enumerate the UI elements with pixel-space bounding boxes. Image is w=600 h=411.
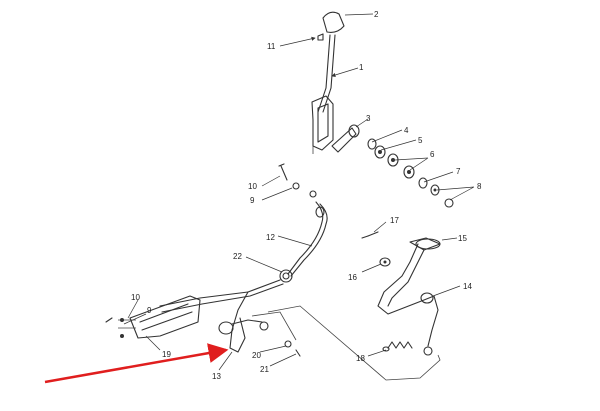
brake-pedal (377, 237, 441, 356)
callout-labels: 2 11 1 3 4 5 6 7 8 10 9 12 22 17 15 16 1… (131, 10, 482, 381)
callout-6: 6 (430, 150, 435, 159)
callout-21: 21 (260, 365, 269, 374)
callout-8: 8 (477, 182, 482, 191)
highlight-arrow (44, 343, 229, 384)
callout-10-lower: 10 (131, 293, 140, 302)
callout-19: 19 (162, 350, 171, 359)
shift-knob (322, 11, 345, 33)
callout-22: 22 (233, 252, 242, 261)
callout-1: 1 (359, 63, 364, 72)
callout-7: 7 (456, 167, 461, 176)
callout-16: 16 (348, 273, 357, 282)
lever-bracket (311, 95, 334, 154)
callout-9-upper: 9 (250, 196, 255, 205)
return-spring (382, 341, 413, 352)
shift-cable (159, 201, 328, 313)
link-outline (267, 305, 441, 381)
leader-lines (123, 13, 475, 371)
shift-lever (317, 34, 336, 113)
clevis-pin (251, 311, 301, 357)
callout-10-upper: 10 (248, 182, 257, 191)
callout-2: 2 (374, 10, 379, 19)
mounting-bracket (105, 295, 201, 339)
pedal-rod (218, 291, 263, 353)
callout-4: 4 (404, 126, 409, 135)
callout-18: 18 (356, 354, 365, 363)
knob-set-screw (317, 33, 324, 41)
callout-17: 17 (390, 216, 399, 225)
callout-20: 20 (252, 351, 261, 360)
washer-16 (379, 257, 391, 267)
pin-17 (361, 231, 379, 239)
shaft-stack (331, 124, 454, 208)
pivot-bolt (278, 163, 317, 198)
callout-3: 3 (366, 114, 371, 123)
callout-14: 14 (463, 282, 472, 291)
callout-12: 12 (266, 233, 275, 242)
callout-15: 15 (458, 234, 467, 243)
callout-9-lower: 9 (147, 306, 152, 315)
callout-13: 13 (212, 372, 221, 381)
callout-11: 11 (267, 42, 276, 51)
callout-5: 5 (418, 136, 423, 145)
